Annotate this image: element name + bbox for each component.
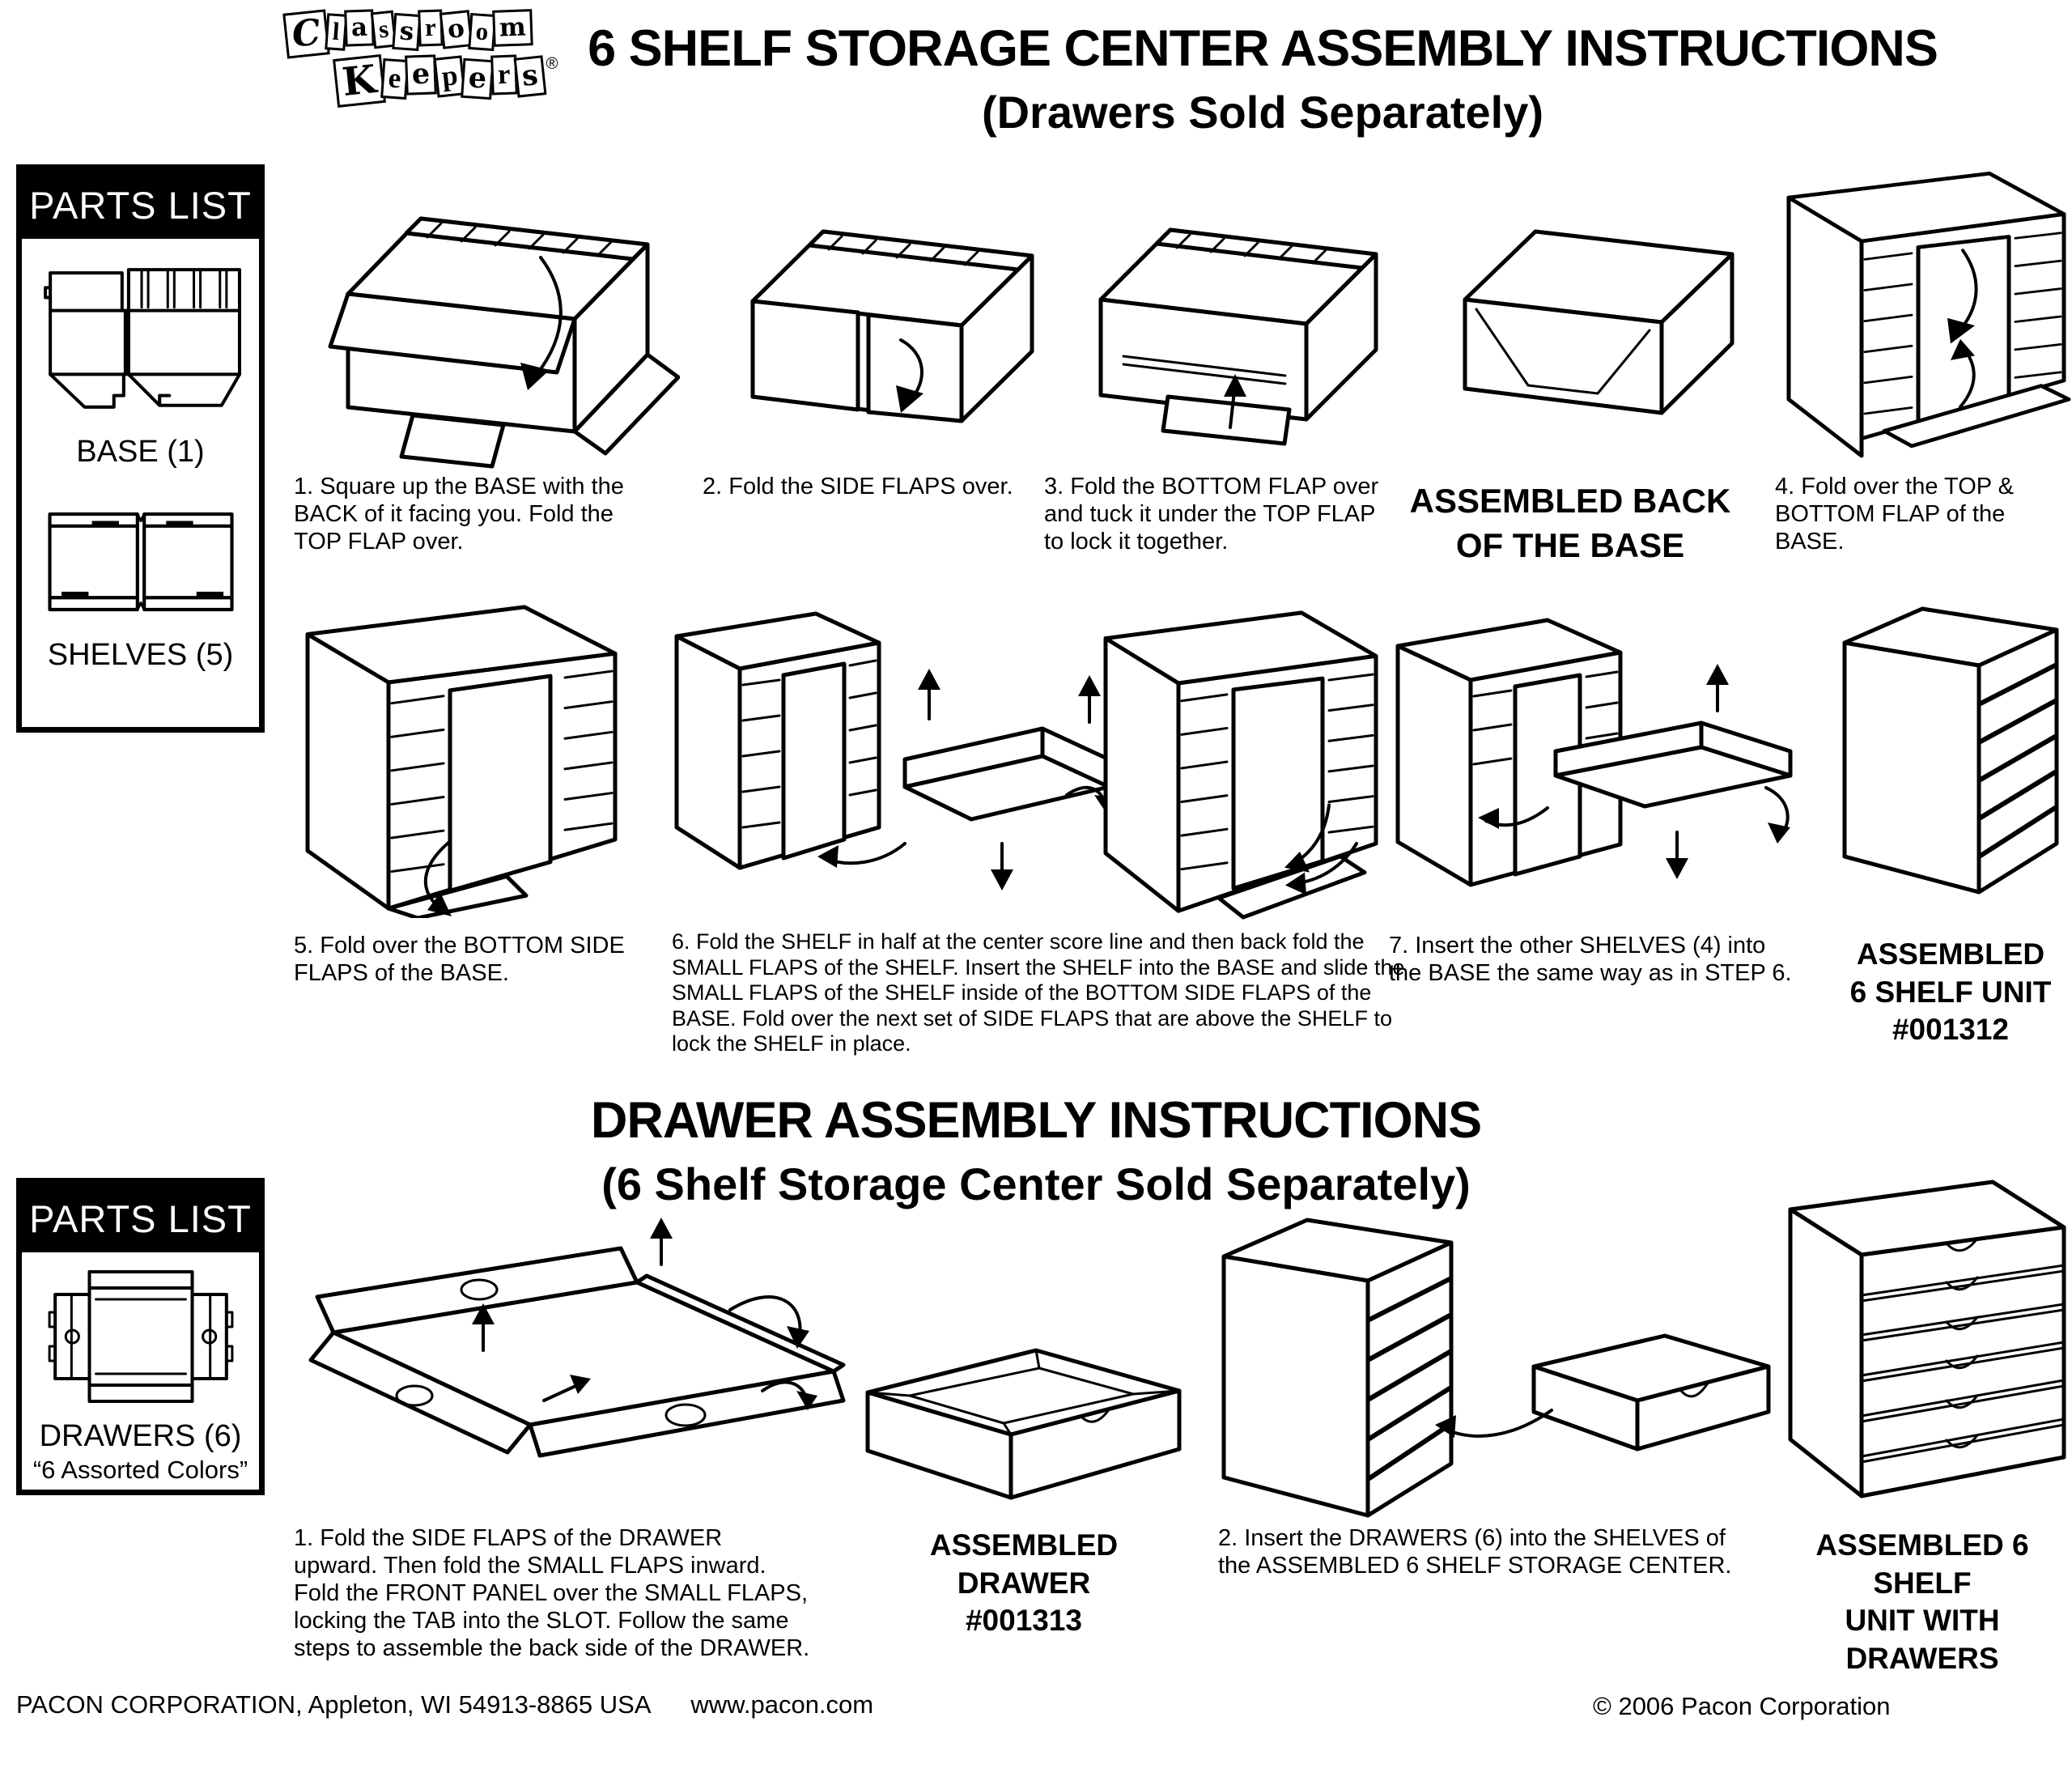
step3-tuck-bottom-flap-diagram	[1098, 227, 1378, 446]
drawer-step2-insert-drawers-diagram	[1221, 1218, 1771, 1518]
step4-fold-top-bottom-flap-diagram	[1786, 171, 2071, 458]
assembled-back-label: ASSEMBLED BACK OF THE BASE	[1392, 479, 1748, 567]
drawer-section-title: DRAWER ASSEMBLY INSTRUCTIONS	[590, 1092, 1482, 1149]
assembled-drawer-label: ASSEMBLED DRAWER #001313	[866, 1527, 1182, 1640]
step-6-caption: 6. Fold the SHELF in half at the center …	[672, 929, 1405, 1056]
footer-company-line: PACON CORPORATION, Appleton, WI 54913-88…	[16, 1690, 873, 1719]
shelves-part-diagram	[47, 512, 234, 612]
drawers-part-sublabel: “6 Assorted Colors”	[32, 1456, 248, 1484]
assembled-unit-label-line2: 6 SHELF UNIT	[1849, 975, 2052, 1009]
assembled-drawer-label-line1: ASSEMBLED DRAWER	[929, 1528, 1119, 1600]
footer-company: PACON CORPORATION, Appleton, WI 54913-88…	[16, 1690, 650, 1719]
logo-letter: o	[468, 12, 496, 51]
logo-letter: m	[492, 9, 533, 47]
parts-list-base-header: PARTS LIST	[22, 170, 259, 239]
assembled-drawer-diagram	[865, 1348, 1182, 1500]
logo-letter: K	[333, 54, 386, 108]
page-subtitle: (Drawers Sold Separately)	[981, 87, 1544, 138]
drawer-step-1-caption: 1. Fold the SIDE FLAPS of the DRAWER upw…	[294, 1525, 810, 1661]
logo-letter: e	[405, 54, 438, 96]
step2-fold-side-flaps-diagram	[750, 229, 1034, 423]
logo-letter: a	[343, 9, 375, 47]
assembled-with-drawers-label-line1: ASSEMBLED 6 SHELF	[1815, 1528, 2029, 1600]
step-7-caption: 7. Insert the other SHELVES (4) into the…	[1389, 933, 1792, 986]
step-4-caption: 4. Fold over the TOP & BOTTOM FLAP of th…	[1775, 474, 2014, 555]
assembled-with-drawers-label-line2: UNIT WITH DRAWERS	[1845, 1604, 2000, 1675]
assembled-6-shelf-unit-diagram	[1842, 606, 2059, 895]
logo-letter: e	[461, 57, 495, 100]
step6-insert-shelf-diagram	[674, 611, 1111, 890]
footer-copyright: © 2006 Pacon Corporation	[1593, 1692, 1891, 1720]
base-part-label: BASE (1)	[76, 435, 205, 469]
step-5-caption: 5. Fold over the BOTTOM SIDE FLAPS of th…	[294, 933, 625, 986]
step7-insert-shelves-diagram	[1395, 618, 1793, 887]
base-part-diagram	[43, 268, 241, 409]
assembled-back-diagram	[1463, 229, 1734, 415]
drawer-section-subtitle: (6 Shelf Storage Center Sold Separately)	[601, 1158, 1471, 1209]
logo-letter: s	[513, 55, 547, 98]
footer-website: www.pacon.com	[690, 1690, 874, 1719]
step-3-caption: 3. Fold the BOTTOM FLAP over and tuck it…	[1044, 474, 1379, 555]
drawer-step1-fold-flaps-diagram	[308, 1218, 846, 1458]
assembled-back-label-line2: OF THE BASE	[1455, 525, 1685, 564]
step1-fold-top-flap-diagram	[328, 216, 680, 469]
step-2-caption: 2. Fold the SIDE FLAPS over.	[703, 474, 1013, 499]
assembled-with-drawers-label: ASSEMBLED 6 SHELF UNIT WITH DRAWERS	[1768, 1527, 2072, 1677]
page-title-block: 6 SHELF STORAGE CENTER ASSEMBLY INSTRUCT…	[567, 19, 1959, 138]
page-title: 6 SHELF STORAGE CENTER ASSEMBLY INSTRUCT…	[588, 20, 1938, 77]
step-1-caption: 1. Square up the BASE with the BACK of i…	[294, 474, 624, 555]
drawer-section-title-block: DRAWER ASSEMBLY INSTRUCTIONS (6 Shelf St…	[502, 1091, 1570, 1210]
assembled-unit-label-line1: ASSEMBLED	[1856, 937, 2045, 971]
assembled-drawer-part-number: #001313	[965, 1604, 1083, 1638]
assembled-back-label-line1: ASSEMBLED BACK	[1409, 482, 1731, 520]
parts-list-drawers-header: PARTS LIST	[22, 1184, 259, 1252]
assembled-unit-label: ASSEMBLED 6 SHELF UNIT #001312	[1829, 936, 2072, 1049]
assembled-unit-part-number: #001312	[1892, 1013, 2010, 1047]
step6-lock-side-flaps-diagram	[1103, 610, 1378, 920]
drawers-part-label: DRAWERS (6)	[39, 1419, 242, 1453]
registered-mark: ®	[546, 55, 558, 74]
parts-list-base: PARTS LIST BASE (1) SHELVES (5)	[16, 164, 265, 733]
step5-fold-bottom-side-flaps-diagram	[305, 605, 618, 918]
drawer-step-2-caption: 2. Insert the DRAWERS (6) into the SHELV…	[1218, 1525, 1732, 1579]
shelves-part-label: SHELVES (5)	[47, 638, 234, 672]
assembled-unit-with-drawers-diagram	[1788, 1180, 2066, 1498]
parts-list-drawers: PARTS LIST DRAWERS (6) “6 Assorted Color…	[16, 1178, 265, 1495]
logo-letter: s	[392, 12, 422, 51]
logo-letter: C	[282, 9, 330, 59]
drawer-part-diagram	[48, 1270, 233, 1403]
